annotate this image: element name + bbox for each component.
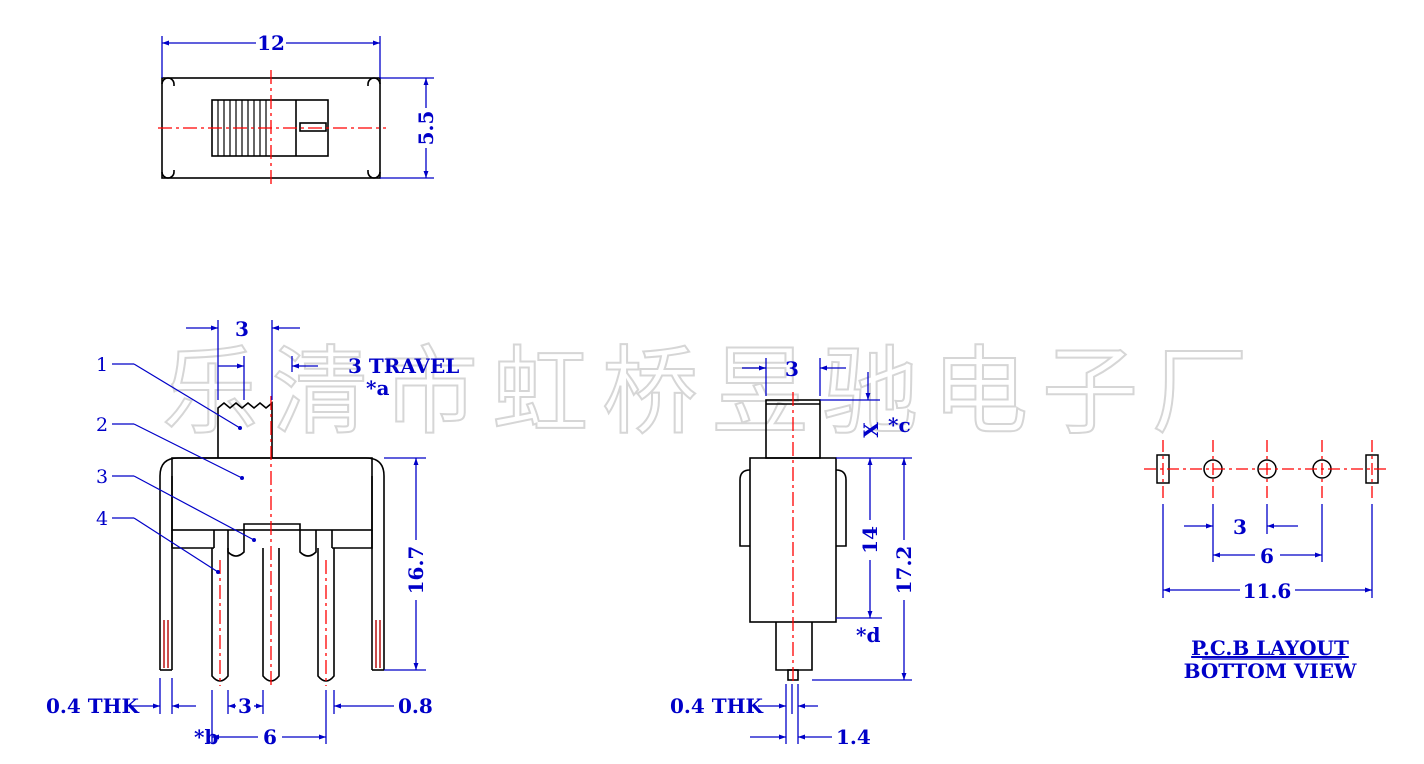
top-view-dimensions — [161, 36, 434, 179]
side-height-dim: 17.2 — [892, 546, 916, 595]
side-actuator-dim: 3 — [785, 357, 799, 381]
top-height-dim: 5.5 — [414, 111, 438, 146]
side-note-d: *d — [856, 623, 880, 647]
pcb-total-dim: 11.6 — [1243, 579, 1292, 603]
callout-3: 3 — [96, 466, 108, 488]
front-callout-leaders — [112, 363, 255, 573]
side-note-c: *c — [888, 413, 911, 437]
pcb-title-line2: BOTTOM VIEW — [1184, 659, 1357, 683]
front-pitch-dim: 3 — [238, 694, 252, 718]
front-travel-note: 3 TRAVEL — [348, 354, 459, 378]
side-view — [739, 399, 847, 681]
front-note-b: *b — [194, 725, 218, 749]
pcb-title-line1: P.C.B LAYOUT — [1191, 636, 1349, 660]
pcb-pitch-dim: 3 — [1233, 515, 1247, 539]
side-x-label: X — [859, 422, 883, 438]
side-pin-dim: 1.4 — [836, 725, 871, 749]
side-view-dimensions — [742, 358, 912, 744]
front-callout-dots — [216, 426, 256, 574]
front-view-centerlines — [219, 396, 327, 686]
pcb-centerlines — [1144, 440, 1390, 498]
front-thickness-label: 0.4 THK — [46, 694, 140, 718]
callout-4: 4 — [96, 508, 108, 530]
callout-1: 1 — [96, 354, 108, 376]
side-body-dim: 14 — [858, 526, 882, 554]
callout-2: 2 — [96, 414, 108, 436]
front-span-dim: 6 — [263, 725, 277, 749]
front-height-dim: 16.7 — [404, 546, 428, 595]
front-pin-width-dim: 0.8 — [398, 694, 433, 718]
front-view-terminals — [163, 620, 381, 668]
top-view-centerlines — [158, 70, 386, 186]
watermark-text: 乐清市虹桥昱驰电子厂 — [162, 336, 1262, 448]
top-width-dim: 12 — [257, 31, 285, 55]
front-actuator-dim: 3 — [235, 317, 249, 341]
front-view-dimensions — [132, 320, 426, 744]
pcb-dimensions — [1162, 504, 1373, 598]
side-thickness-label: 0.4 THK — [670, 694, 764, 718]
pcb-span-dim: 6 — [1260, 544, 1274, 568]
front-view — [159, 401, 385, 682]
front-note-a: *a — [366, 376, 389, 400]
